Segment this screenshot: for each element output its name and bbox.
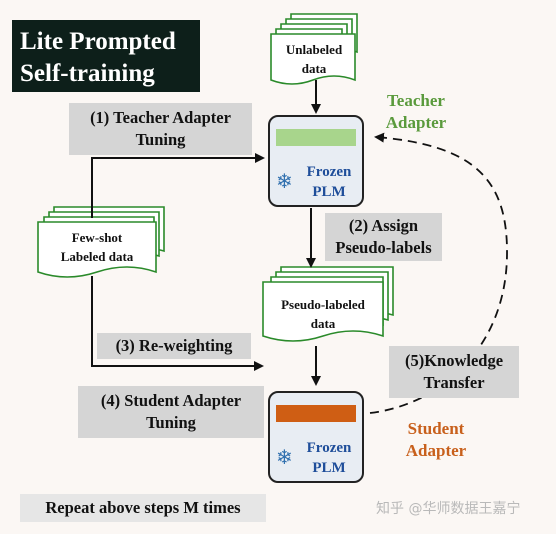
step-3-line-1: (3) Re-weighting <box>115 336 233 355</box>
repeat-steps-text: Repeat above steps M times <box>45 498 241 517</box>
teacher-plm-line-2: PLM <box>312 184 346 200</box>
student-adapter-line-1: Student <box>407 419 465 438</box>
snowflake-icon: ❄ <box>276 169 293 193</box>
step-4-line-1: (4) Student Adapter <box>100 391 242 410</box>
student-adapter-label: Student Adapter <box>398 418 474 462</box>
pseudo-line-1: Pseudo-labeled <box>281 297 365 312</box>
unlabeled-line-1: Unlabeled <box>285 42 343 57</box>
step-5-line-2: Transfer <box>423 373 485 392</box>
few-shot-line-1: Few-shot <box>71 230 123 245</box>
teacher-adapter-line-1: Teacher <box>387 91 445 110</box>
teacher-plm-line-1: Frozen <box>306 164 352 180</box>
diagram-title: Lite Prompted Self-training <box>12 20 200 92</box>
student-plm-line-2: PLM <box>312 460 346 476</box>
student-plm-box: ❄ Frozen PLM <box>268 391 364 483</box>
student-plm-line-1: Frozen <box>306 440 352 456</box>
watermark-text: 知乎 @华师数据王嘉宁 <box>376 501 521 517</box>
student-plm-label: Frozen PLM <box>298 438 360 478</box>
teacher-adapter-line-2: Adapter <box>385 113 447 132</box>
arrow-fewshot-to-reweighting <box>91 276 264 371</box>
step-2-line-2: Pseudo-labels <box>335 238 432 257</box>
teacher-plm-label: Frozen PLM <box>298 162 360 202</box>
teacher-adapter-bar <box>276 129 356 146</box>
few-shot-line-2: Labeled data <box>60 249 134 264</box>
teacher-plm-box: ❄ Frozen PLM <box>268 115 364 207</box>
teacher-adapter-label: Teacher Adapter <box>378 90 454 134</box>
step-3-label: (3) Re-weighting <box>97 333 251 359</box>
step-2-line-1: (2) Assign <box>348 216 419 235</box>
arrow-fewshot-to-teacher <box>91 153 265 218</box>
pseudo-line-2: data <box>310 316 336 331</box>
student-adapter-bar <box>276 405 356 422</box>
unlabeled-line-2: data <box>301 61 327 76</box>
unlabeled-data-label: Unlabeled data <box>274 40 354 78</box>
title-line-2: Self-training <box>20 60 155 87</box>
snowflake-icon: ❄ <box>276 445 293 469</box>
pseudo-labeled-data-doc-icon <box>262 266 394 342</box>
unlabeled-data-doc-icon <box>270 13 358 85</box>
pseudo-labeled-data-label: Pseudo-labeled data <box>265 295 381 333</box>
step-1-line-2: Tuning <box>135 130 186 149</box>
student-adapter-line-2: Adapter <box>405 441 467 460</box>
few-shot-labeled-data-doc-icon <box>37 206 165 278</box>
step-4-line-2: Tuning <box>146 413 196 432</box>
title-line-1: Lite Prompted <box>20 28 176 55</box>
step-1-line-1: (1) Teacher Adapter <box>90 108 231 127</box>
repeat-steps-note: Repeat above steps M times <box>20 494 266 522</box>
step-5-line-1: (5)Knowledge <box>404 351 504 370</box>
few-shot-data-label: Few-shot Labeled data <box>40 228 154 266</box>
